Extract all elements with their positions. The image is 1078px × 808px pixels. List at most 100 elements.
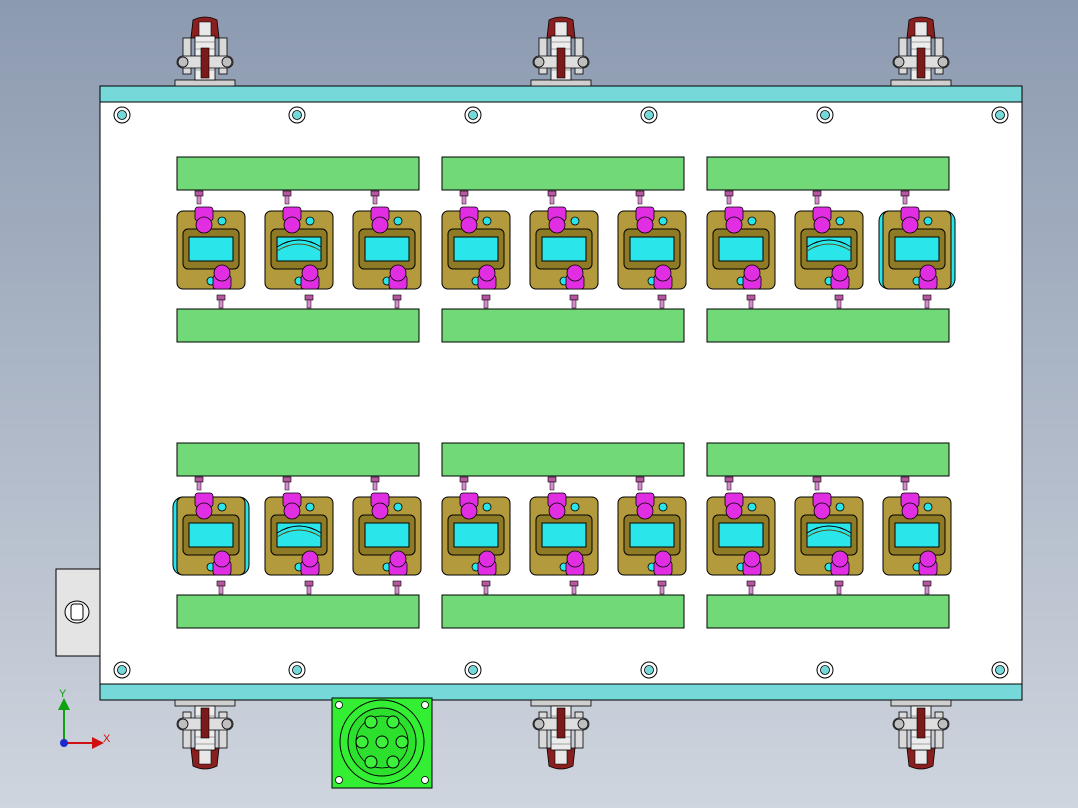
pin-head bbox=[547, 190, 557, 197]
fixture[interactable] bbox=[176, 206, 246, 290]
pin-shaft bbox=[902, 481, 908, 491]
pin-shaft bbox=[461, 481, 467, 491]
locator-hole bbox=[570, 502, 580, 512]
connector-pin bbox=[395, 735, 409, 749]
clamp-handle-inner bbox=[554, 749, 568, 765]
axis-triad-icon bbox=[58, 698, 104, 749]
locator-hole bbox=[482, 216, 492, 226]
pin-head bbox=[370, 476, 380, 483]
pin-head bbox=[194, 476, 204, 483]
locator-hole bbox=[658, 502, 668, 512]
clamp-arm bbox=[200, 707, 210, 739]
fixture[interactable] bbox=[617, 492, 687, 576]
clamp-bar-bottom bbox=[176, 594, 420, 629]
pin-shaft bbox=[284, 195, 290, 205]
fixture[interactable] bbox=[172, 492, 250, 576]
fixture[interactable] bbox=[264, 492, 334, 576]
pin-shaft bbox=[814, 195, 820, 205]
clamp-pivot-end bbox=[533, 56, 545, 68]
base-plate bbox=[99, 101, 1023, 685]
pin-shaft bbox=[726, 195, 732, 205]
fixture[interactable] bbox=[617, 206, 687, 290]
plunger-top-head bbox=[725, 502, 743, 520]
pin-head bbox=[635, 476, 645, 483]
connector-pin bbox=[355, 735, 369, 749]
toggle-clamp[interactable] bbox=[530, 16, 592, 87]
clamp-base bbox=[890, 79, 952, 87]
fixture-curve bbox=[806, 529, 852, 538]
fixture[interactable] bbox=[441, 206, 511, 290]
pin-head bbox=[657, 294, 667, 301]
pin-head bbox=[635, 190, 645, 197]
bolt-hole-inner bbox=[644, 665, 654, 675]
toggle-clamp[interactable] bbox=[174, 16, 236, 87]
fixture-curve bbox=[806, 525, 852, 534]
fixture-window bbox=[276, 236, 322, 262]
pin-shaft bbox=[637, 195, 643, 205]
connector-screw bbox=[335, 701, 343, 709]
round-connector-icon[interactable] bbox=[331, 697, 433, 789]
plunger-bottom-head bbox=[213, 550, 231, 568]
toggle-clamp[interactable] bbox=[174, 699, 236, 770]
toggle-clamp[interactable] bbox=[890, 699, 952, 770]
fixture[interactable] bbox=[882, 492, 952, 576]
clamp-bar-bottom bbox=[706, 308, 950, 343]
pin-shaft bbox=[461, 195, 467, 205]
pin-shaft bbox=[483, 299, 489, 309]
fixture[interactable] bbox=[529, 492, 599, 576]
fixture[interactable] bbox=[529, 206, 599, 290]
locator-hole bbox=[747, 216, 757, 226]
clamp-bar-bottom bbox=[441, 594, 685, 629]
clamp-handle-inner bbox=[198, 749, 212, 765]
clamp-bar-top bbox=[176, 442, 420, 477]
plunger-bottom-head bbox=[389, 550, 407, 568]
locator-hole bbox=[217, 216, 227, 226]
fixture[interactable] bbox=[706, 206, 776, 290]
plunger-bottom-head bbox=[831, 550, 849, 568]
fixture[interactable] bbox=[794, 206, 864, 290]
plunger-top-head bbox=[460, 216, 478, 234]
plunger-bottom-head bbox=[213, 264, 231, 282]
fixture[interactable] bbox=[352, 206, 422, 290]
fixture-window bbox=[541, 522, 587, 548]
pin-head bbox=[459, 476, 469, 483]
plunger-top-head bbox=[901, 502, 919, 520]
locator-hole bbox=[658, 216, 668, 226]
fixture-window bbox=[453, 522, 499, 548]
plunger-top-head bbox=[813, 502, 831, 520]
locator-hole bbox=[923, 502, 933, 512]
fixture-window bbox=[894, 522, 940, 548]
fixture[interactable] bbox=[352, 492, 422, 576]
pin-shaft bbox=[284, 481, 290, 491]
clamp-handle-inner bbox=[198, 21, 212, 37]
pin-head bbox=[922, 580, 932, 587]
pin-shaft bbox=[836, 585, 842, 595]
plunger-top-head bbox=[813, 216, 831, 234]
bolt-hole-inner bbox=[117, 665, 127, 675]
plunger-top-head bbox=[283, 502, 301, 520]
pin-head bbox=[481, 294, 491, 301]
pin-shaft bbox=[372, 481, 378, 491]
locator-hole bbox=[305, 216, 315, 226]
clamp-bar-bottom bbox=[706, 594, 950, 629]
clamp-pivot-end bbox=[577, 56, 589, 68]
connector-screw bbox=[421, 776, 429, 784]
locator-hole bbox=[217, 502, 227, 512]
fixture[interactable] bbox=[706, 492, 776, 576]
toggle-clamp[interactable] bbox=[890, 16, 952, 87]
fixture[interactable] bbox=[794, 492, 864, 576]
pin-shaft bbox=[637, 481, 643, 491]
pin-shaft bbox=[659, 299, 665, 309]
connector-pin bbox=[364, 715, 378, 729]
clamp-bar-top bbox=[441, 442, 685, 477]
fixture[interactable] bbox=[441, 492, 511, 576]
fixture-curve bbox=[276, 239, 322, 248]
toggle-clamp[interactable] bbox=[530, 699, 592, 770]
fixture[interactable] bbox=[878, 206, 956, 290]
clamp-arm bbox=[556, 47, 566, 79]
fixture-window bbox=[629, 522, 675, 548]
fixture[interactable] bbox=[264, 206, 334, 290]
pin-head bbox=[194, 190, 204, 197]
